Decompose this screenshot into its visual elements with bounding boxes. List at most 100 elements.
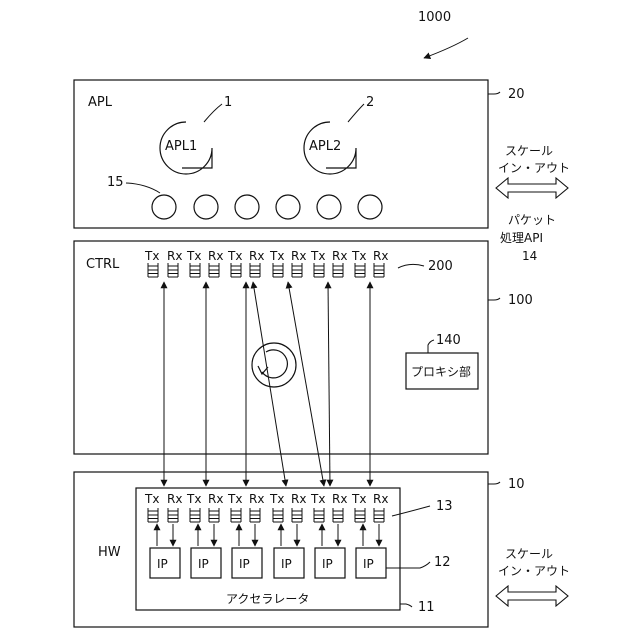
apl2-name: APL2 (309, 139, 341, 154)
ctrl-hw-arrows (164, 282, 370, 486)
ctrl-label: CTRL (86, 257, 120, 272)
buffer-circle (152, 195, 176, 219)
ip-label: IP (198, 557, 209, 571)
scale-bottom-line1: スケール (505, 547, 553, 561)
queue-icon (333, 263, 343, 277)
hw-ref-leader (488, 482, 500, 484)
figure-pointer (424, 38, 468, 58)
figure-number: 1000 (418, 10, 451, 25)
hw-queue-labels: TxRx TxRx TxRx TxRx TxRx TxRx (144, 492, 388, 506)
accelerator-ref: 11 (418, 600, 435, 615)
tx-label: Tx (186, 492, 201, 506)
tx-label: Tx (144, 492, 159, 506)
hw-queue-ref-leader (392, 506, 430, 516)
buffer-circle (194, 195, 218, 219)
buffer-circle (276, 195, 300, 219)
scale-top-line2: イン・アウト (498, 161, 570, 175)
tx-label: Tx (269, 492, 284, 506)
rx-label: Rx (291, 492, 306, 506)
proxy-label: プロキシ部 (411, 364, 471, 379)
queue-icon (250, 508, 260, 522)
queue-icon (292, 263, 302, 277)
apl2-ref-leader (348, 104, 364, 122)
scale-top-arrow (496, 178, 568, 198)
polling-loop-icon (252, 343, 296, 387)
rx-label: Rx (249, 492, 264, 506)
queue-icon (231, 263, 241, 277)
hw-label: HW (98, 545, 121, 560)
circles-ref-leader (126, 183, 160, 193)
ip-label: IP (322, 557, 333, 571)
tx-label: Tx (269, 249, 284, 263)
apl-label: APL (88, 95, 113, 110)
ip-ref: 12 (434, 555, 451, 570)
rx-label: Rx (332, 492, 347, 506)
apl1-name: APL1 (165, 139, 197, 154)
proxy-ref: 140 (436, 333, 461, 348)
ctrl-ref-leader (488, 298, 500, 300)
ctrl-box (74, 241, 488, 454)
tx-label: Tx (144, 249, 159, 263)
ctrl-queue-labels: TxRx TxRx TxRx TxRx TxRx TxRx (144, 249, 388, 263)
queue-icon (355, 508, 365, 522)
rx-label: Rx (208, 249, 223, 263)
queue-icon (374, 263, 384, 277)
tx-label: Tx (310, 249, 325, 263)
queue-icon (314, 263, 324, 277)
ctrl-ref: 100 (508, 293, 533, 308)
buffer-circle (235, 195, 259, 219)
ip-label: IP (363, 557, 374, 571)
ctrl-queue-ref: 200 (428, 259, 453, 274)
queue-icon (231, 508, 241, 522)
queue-icon (209, 508, 219, 522)
scale-bottom-arrow (496, 586, 568, 606)
packet-api-line3: 14 (522, 249, 537, 263)
scale-bottom-line2: イン・アウト (498, 564, 570, 578)
tx-label: Tx (186, 249, 201, 263)
tx-label: Tx (351, 492, 366, 506)
apl1-app: APL1 (160, 122, 212, 174)
tx-label: Tx (310, 492, 325, 506)
hw-queues (148, 508, 384, 522)
apl1-ref: 1 (224, 95, 232, 110)
apl-ref-leader (488, 92, 500, 94)
queue-icon (209, 263, 219, 277)
packet-api-line2: 処理API (500, 231, 543, 245)
tx-label: Tx (227, 492, 242, 506)
accelerator-label: アクセラレータ (226, 592, 309, 606)
rx-label: Rx (249, 249, 264, 263)
rx-label: Rx (208, 492, 223, 506)
queue-icon (250, 263, 260, 277)
tx-label: Tx (351, 249, 366, 263)
rx-label: Rx (167, 249, 182, 263)
apl-ref: 20 (508, 87, 525, 102)
queue-icon (148, 263, 158, 277)
circles-ref: 15 (107, 175, 124, 190)
rx-label: Rx (332, 249, 347, 263)
hw-queue-ref: 13 (436, 499, 453, 514)
buffer-circles (152, 195, 382, 219)
ctrl-queue-ref-leader (398, 264, 424, 268)
apl-box (74, 80, 488, 228)
packet-api-line1: パケット (508, 213, 556, 227)
queue-icon (273, 263, 283, 277)
queue-icon (190, 508, 200, 522)
scale-top-line1: スケール (505, 144, 553, 158)
queue-icon (168, 508, 178, 522)
rx-label: Rx (373, 249, 388, 263)
apl2-ref: 2 (366, 95, 374, 110)
queue-icon (273, 508, 283, 522)
ip-label: IP (239, 557, 250, 571)
queue-icon (148, 508, 158, 522)
ctrl-queues (148, 263, 384, 277)
rx-label: Rx (167, 492, 182, 506)
ip-label: IP (281, 557, 292, 571)
queue-icon (292, 508, 302, 522)
queue-icon (355, 263, 365, 277)
buffer-circle (358, 195, 382, 219)
rx-label: Rx (291, 249, 306, 263)
ip-queue-arrows (157, 524, 379, 546)
queue-icon (190, 263, 200, 277)
hw-ref: 10 (508, 477, 525, 492)
